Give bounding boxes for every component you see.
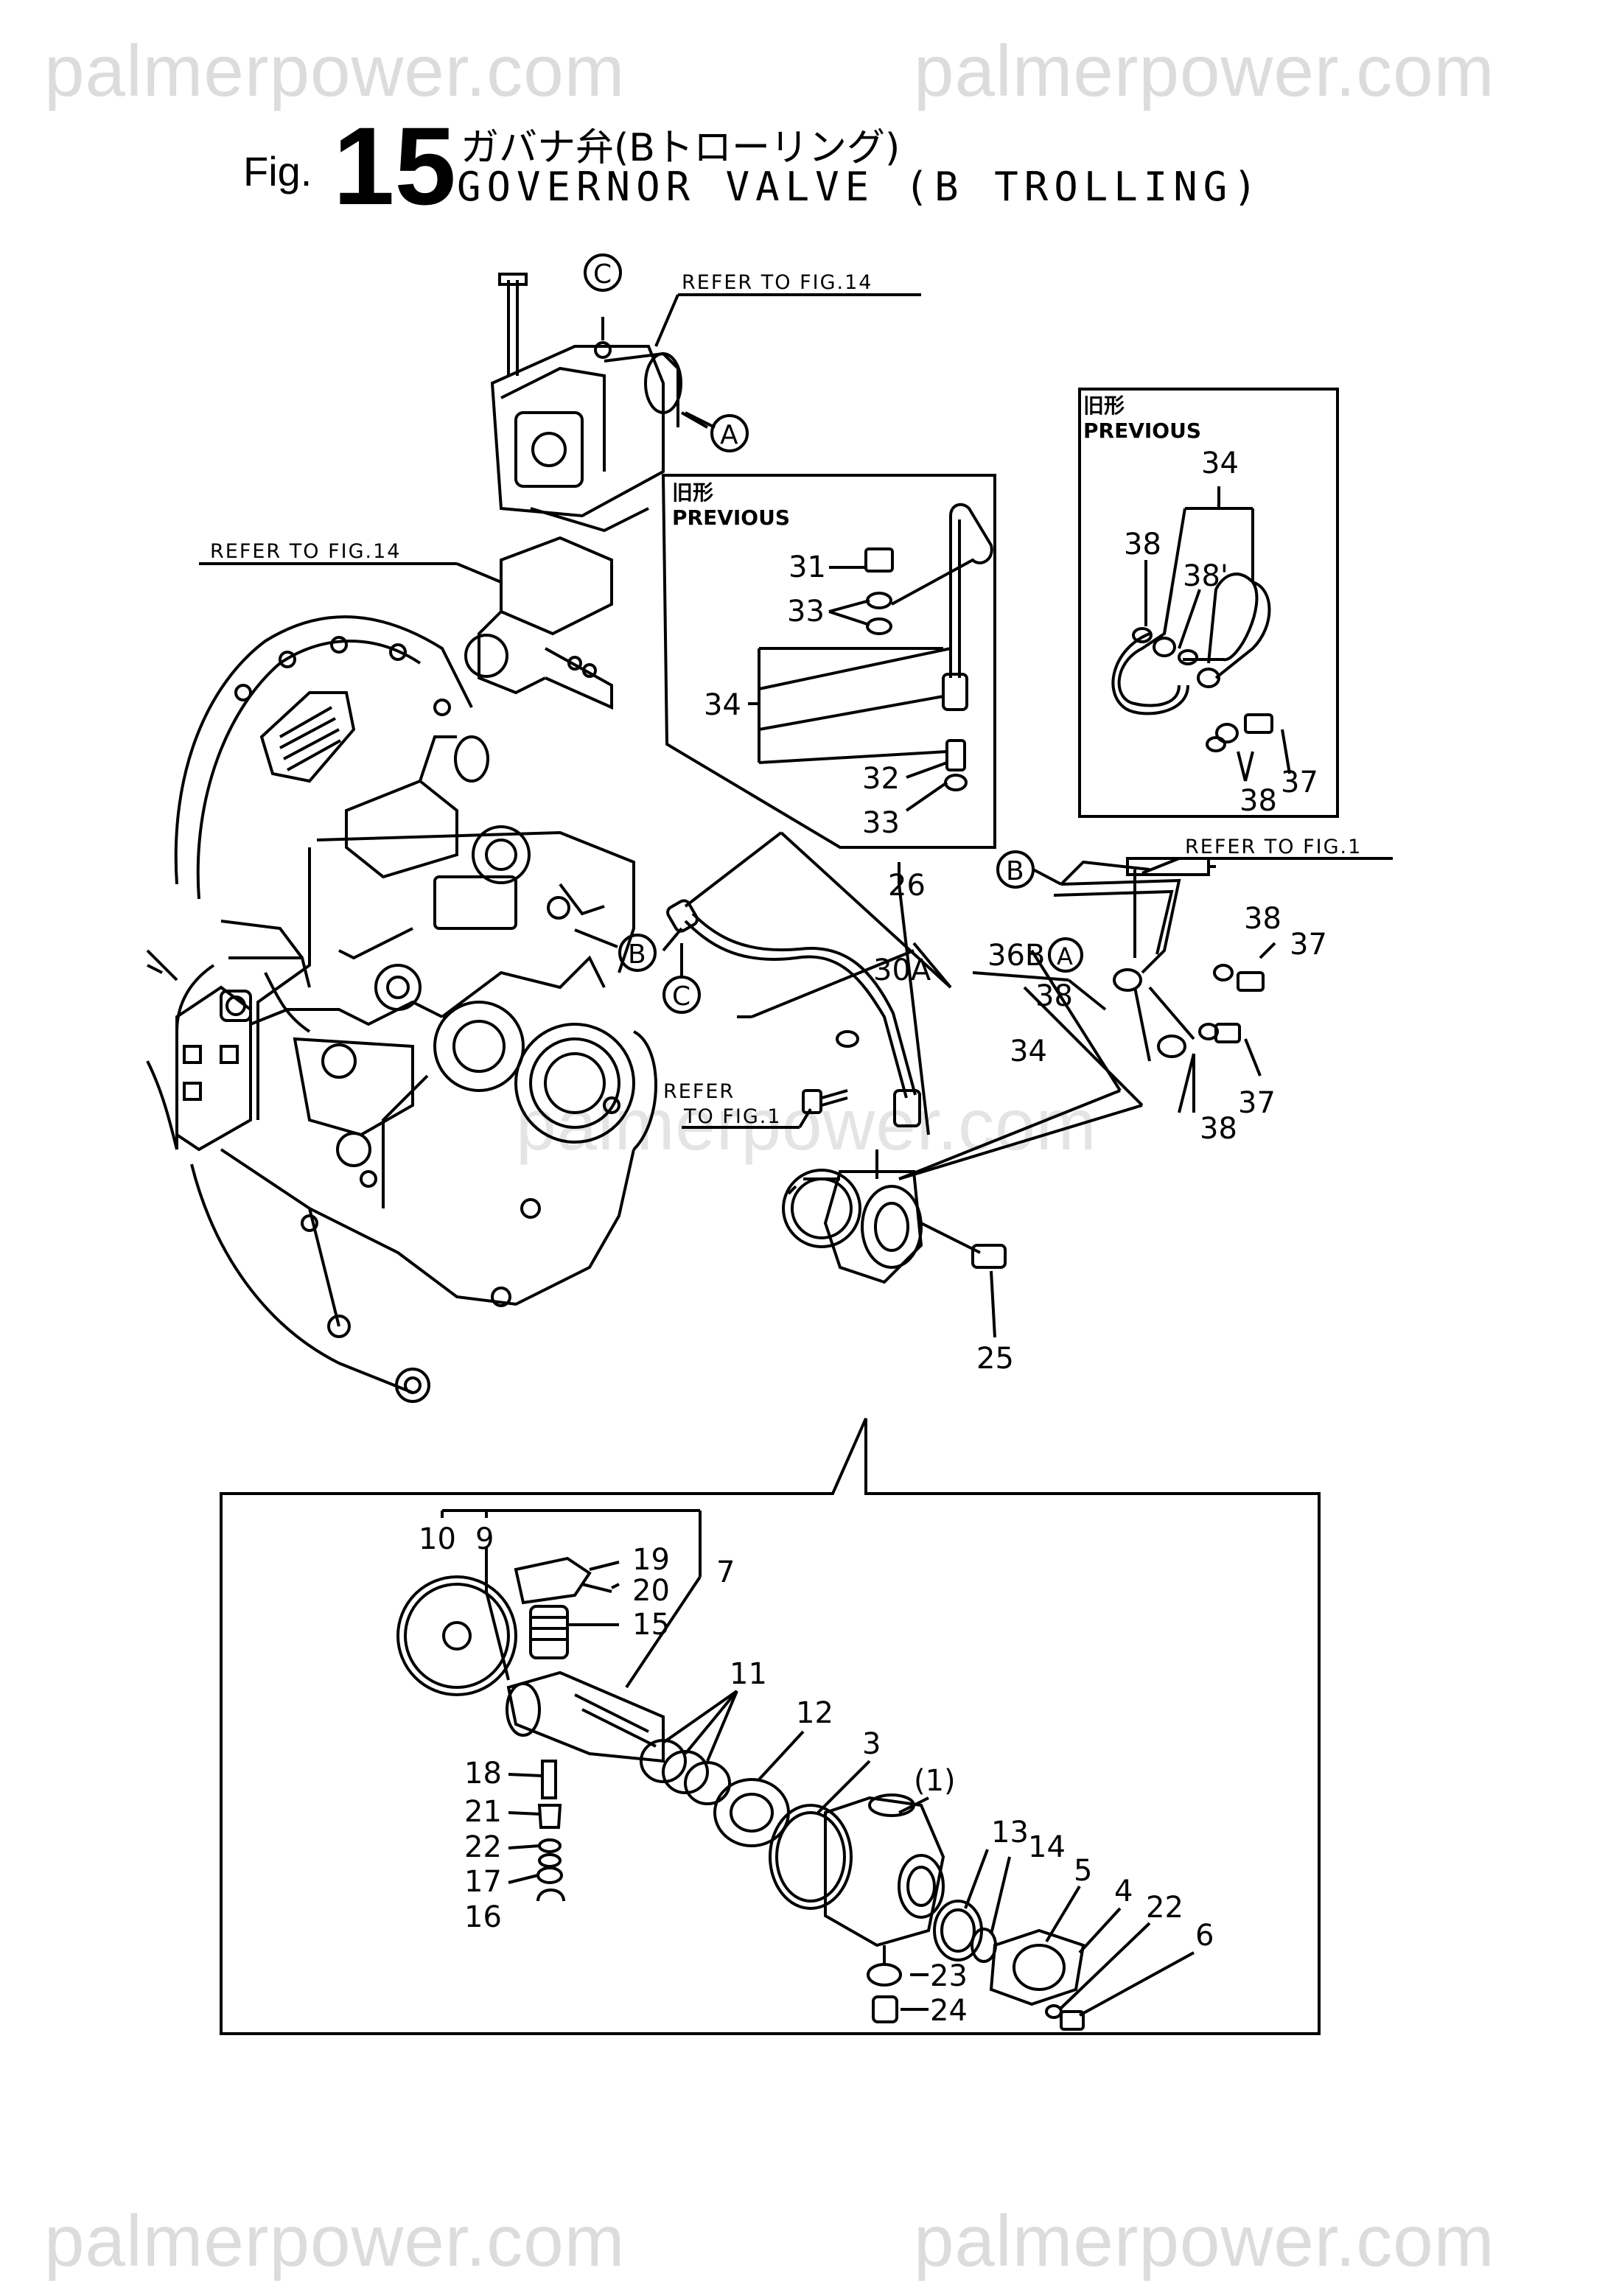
part-31-prev: 31 xyxy=(788,550,826,584)
part-24: 24 xyxy=(930,1994,968,2028)
previous-box-2-en: PREVIOUS xyxy=(1083,419,1201,443)
previous-box-1 xyxy=(661,474,996,849)
part-22-right: 22 xyxy=(1146,1891,1183,1925)
refer-fig14-left: REFER TO FIG.14 xyxy=(210,540,401,563)
part-6: 6 xyxy=(1195,1919,1214,1953)
marker-c-mid xyxy=(662,943,701,1014)
part-36b: 36B xyxy=(987,939,1045,973)
part-18: 18 xyxy=(464,1757,502,1791)
marker-a-top-label: A xyxy=(720,420,738,450)
marker-b-right-label: B xyxy=(1006,856,1024,886)
part-34-prev2: 34 xyxy=(1201,447,1239,480)
refer-fig1-mid-a: REFER xyxy=(663,1080,735,1103)
pipe-34-right xyxy=(898,857,1276,1180)
part-15: 15 xyxy=(632,1608,670,1642)
part-30a: 30A xyxy=(873,953,931,987)
previous-box-1-jp: 旧形 xyxy=(672,480,713,505)
part-20: 20 xyxy=(632,1574,670,1608)
part-26: 26 xyxy=(888,869,926,903)
part-22-left: 22 xyxy=(464,1830,502,1864)
part-12: 12 xyxy=(796,1696,833,1730)
part-23: 23 xyxy=(930,1959,968,1993)
governor-body-installed xyxy=(782,1149,1007,1284)
part-7: 7 xyxy=(716,1555,735,1589)
watermark-top-right: palmerpower.com xyxy=(914,30,1495,111)
gearbox-housing xyxy=(146,615,657,1403)
watermark-bottom-right: palmerpower.com xyxy=(914,2200,1495,2281)
part-34-prev: 34 xyxy=(704,688,741,722)
previous-box-2-jp: 旧形 xyxy=(1083,393,1125,418)
part-33-prev-top: 33 xyxy=(787,595,825,629)
part-25: 25 xyxy=(976,1342,1014,1376)
title-japanese: ガバナ弁(Bトローリング) xyxy=(461,126,901,170)
part-38p-prev2: 38' xyxy=(1183,559,1228,593)
part-3: 3 xyxy=(862,1727,881,1761)
marker-b-right xyxy=(996,850,1062,889)
part-38-right-bottom: 38 xyxy=(1200,1112,1237,1146)
part-11: 11 xyxy=(730,1657,767,1691)
part-34-right: 34 xyxy=(1010,1035,1047,1068)
marker-b-main-label: B xyxy=(628,939,646,970)
oil-pipe-26 xyxy=(662,831,952,1135)
marker-c-top xyxy=(584,253,622,292)
title-english: GOVERNOR VALVE (B TROLLING) xyxy=(457,164,1263,210)
part-13: 13 xyxy=(991,1816,1029,1849)
previous-box-2 xyxy=(1078,388,1339,818)
part-37-right-bottom: 37 xyxy=(1238,1086,1276,1120)
detail-box xyxy=(220,1418,1321,2035)
part-14: 14 xyxy=(1028,1830,1066,1864)
part-1: (1) xyxy=(914,1764,956,1798)
part-38-right-top: 38 xyxy=(1244,902,1281,936)
refer-fig1-right: REFER TO FIG.1 xyxy=(1185,836,1362,858)
marker-a-right xyxy=(1048,937,1083,973)
watermark-bottom-left: palmerpower.com xyxy=(44,2200,626,2281)
part-19: 19 xyxy=(632,1543,670,1577)
part-4: 4 xyxy=(1114,1875,1133,1908)
marker-a-right-label: A xyxy=(1057,942,1073,970)
marker-c-top-label: C xyxy=(593,259,612,290)
part-10: 10 xyxy=(419,1522,456,1556)
part-37-right-top: 37 xyxy=(1290,928,1327,962)
fig-number: 15 xyxy=(333,104,456,228)
marker-c-mid-label: C xyxy=(672,981,690,1012)
part-16: 16 xyxy=(464,1900,502,1934)
watermark-top-left: palmerpower.com xyxy=(44,30,626,111)
part-38-prev2-left: 38 xyxy=(1124,528,1161,561)
marker-a-top xyxy=(681,411,749,452)
part-9: 9 xyxy=(475,1522,494,1556)
governor-top-assembly xyxy=(490,273,716,533)
part-37-prev2: 37 xyxy=(1281,766,1318,799)
refer-fig1-mid-b: TO FIG.1 xyxy=(683,1105,782,1128)
detail-parts xyxy=(396,1509,1195,2031)
part-38-prev2-bottom: 38 xyxy=(1239,784,1277,818)
fig-prefix: Fig. xyxy=(243,148,312,195)
part-21: 21 xyxy=(464,1795,502,1829)
part-17: 17 xyxy=(464,1865,502,1899)
refer-fig14-top: REFER TO FIG.14 xyxy=(682,271,873,294)
marker-b-main xyxy=(574,928,657,972)
part-38-right-mid: 38 xyxy=(1035,979,1073,1013)
part-5: 5 xyxy=(1074,1854,1092,1888)
previous-box-1-en: PREVIOUS xyxy=(672,505,790,530)
part-32-prev: 32 xyxy=(862,762,900,796)
part-33-prev-bottom: 33 xyxy=(862,806,900,840)
mount-bracket xyxy=(464,536,613,710)
